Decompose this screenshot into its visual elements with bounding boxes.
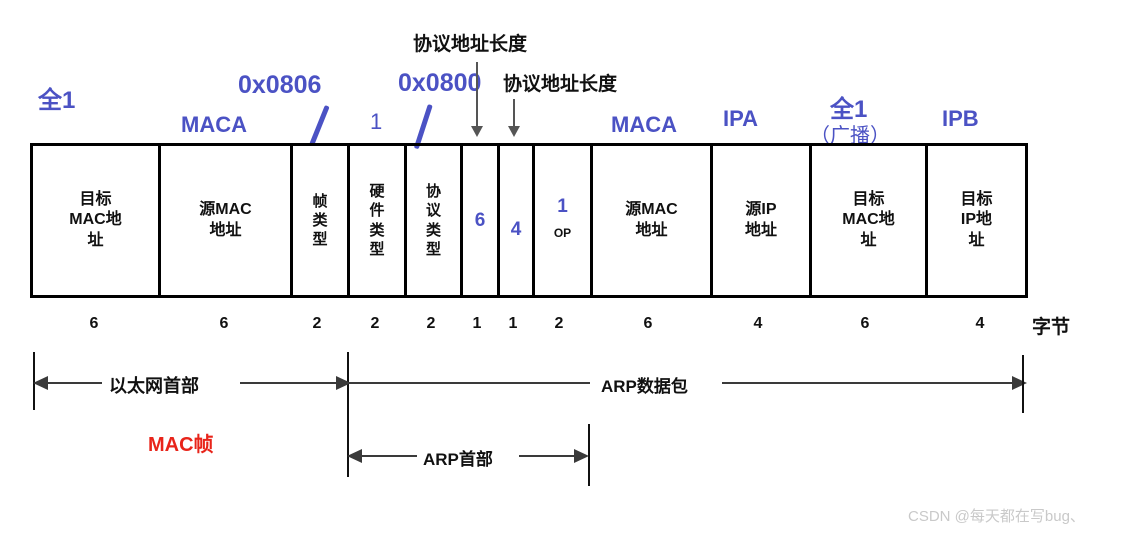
span-tick-boundary-ethernet-arp bbox=[347, 352, 349, 477]
span-arrowhead-ethernet-left bbox=[33, 376, 48, 390]
span-line-ethernet-right bbox=[240, 382, 350, 384]
field-line: 目标 bbox=[79, 190, 112, 208]
label-hardware-type-value: 1 bbox=[370, 109, 383, 134]
field-arp-source-ip-address: 源IP 地址 bbox=[713, 146, 812, 295]
label-hex-0800: 0x0800 bbox=[398, 69, 482, 97]
field-arp-target-mac-address: 目标 MAC地 址 bbox=[812, 146, 928, 295]
pointer-arrow-head-1 bbox=[471, 126, 483, 137]
span-arrowhead-ethernet-right bbox=[336, 376, 351, 390]
byte-size: 1 bbox=[472, 315, 482, 332]
byte-size: 2 bbox=[312, 315, 322, 332]
label-quan1-a: 全1 bbox=[38, 87, 76, 114]
field-line: 源IP bbox=[745, 201, 777, 219]
byte-size: 2 bbox=[426, 315, 436, 332]
field-line: 目标 bbox=[960, 190, 993, 208]
field-line: 地址 bbox=[209, 221, 242, 239]
field-line: 址 bbox=[968, 231, 985, 249]
field-protocol-address-length: 4 bbox=[500, 146, 535, 295]
pointer-arrow-line-2 bbox=[513, 99, 515, 128]
field-hardware-type: 硬 件 类 型 bbox=[350, 146, 407, 295]
field-arp-source-mac-address: 源MAC 地址 bbox=[593, 146, 713, 295]
byte-unit-label: 字节 bbox=[1032, 317, 1071, 338]
span-line-arp-header-right bbox=[519, 455, 584, 457]
field-value: 4 bbox=[510, 218, 522, 240]
byte-size: 6 bbox=[219, 315, 229, 332]
byte-size: 6 bbox=[860, 315, 870, 332]
mac-frame-label: MAC帧 bbox=[148, 434, 214, 456]
span-label-arp-packet: ARP数据包 bbox=[596, 372, 693, 397]
field-line: 类 bbox=[369, 221, 385, 239]
field-line: 址 bbox=[860, 231, 877, 249]
field-line: 协 bbox=[425, 183, 441, 201]
field-line: MAC地 bbox=[69, 211, 122, 229]
label-broadcast: （广播） bbox=[810, 125, 890, 147]
field-line: 地址 bbox=[744, 221, 777, 239]
pointer-line-0806 bbox=[309, 105, 330, 146]
field-line: 议 bbox=[425, 202, 441, 220]
span-label-ethernet-header: 以太网首部 bbox=[104, 372, 204, 398]
field-hardware-address-length: 6 bbox=[463, 146, 500, 295]
label-hex-0806: 0x0806 bbox=[238, 71, 322, 99]
label-protocol-address-length-1: 协议地址长度 bbox=[413, 34, 528, 55]
field-destination-mac-address: 目标 MAC地 址 bbox=[33, 146, 161, 295]
field-value: 6 bbox=[474, 209, 486, 231]
field-line: IP地 bbox=[960, 211, 993, 229]
pointer-arrow-line-1 bbox=[476, 62, 478, 128]
byte-size: 4 bbox=[975, 315, 985, 332]
field-line: 件 bbox=[369, 202, 385, 220]
field-source-mac-address: 源MAC 地址 bbox=[161, 146, 293, 295]
field-line: 型 bbox=[369, 240, 385, 258]
field-line: 帧 bbox=[312, 192, 328, 210]
span-line-arp-packet-left bbox=[350, 382, 590, 384]
label-maca-b: MACA bbox=[611, 112, 677, 137]
byte-size: 6 bbox=[643, 315, 653, 332]
field-line: 型 bbox=[312, 231, 328, 249]
byte-size: 2 bbox=[370, 315, 380, 332]
field-line: 目标 bbox=[852, 190, 885, 208]
span-tick-right-arp-packet bbox=[1022, 355, 1024, 413]
span-label-arp-header: ARP首部 bbox=[418, 445, 498, 470]
field-line: 类 bbox=[312, 211, 328, 229]
field-protocol-type: 协 议 类 型 bbox=[407, 146, 463, 295]
field-line: 源MAC bbox=[199, 201, 252, 219]
field-line: MAC地 bbox=[842, 211, 895, 229]
pointer-arrow-head-2 bbox=[508, 126, 520, 137]
span-arrowhead-arp-header-right bbox=[574, 449, 589, 463]
label-ipb: IPB bbox=[942, 106, 979, 131]
label-maca-a: MACA bbox=[181, 112, 247, 137]
field-line: 硬 bbox=[369, 183, 385, 201]
watermark: CSDN @每天都在写bug、 bbox=[908, 508, 1085, 525]
field-op-code: 1 OP bbox=[535, 146, 593, 295]
byte-size: 4 bbox=[753, 315, 763, 332]
field-value: 1 bbox=[557, 195, 568, 217]
byte-size: 2 bbox=[554, 315, 564, 332]
field-line: 地址 bbox=[635, 221, 668, 239]
field-label-op: OP bbox=[553, 225, 572, 240]
span-line-arp-packet-right bbox=[722, 382, 1017, 384]
field-line: 型 bbox=[425, 240, 441, 258]
field-line: 址 bbox=[87, 231, 104, 249]
label-protocol-address-length-2: 协议地址长度 bbox=[503, 74, 618, 95]
field-frame-type: 帧 类 型 bbox=[293, 146, 350, 295]
span-arrowhead-arp-header-left bbox=[347, 449, 362, 463]
span-tick-right-arp-header bbox=[588, 424, 590, 486]
frame-format-table: 目标 MAC地 址 源MAC 地址 帧 类 型 硬 件 类 型 bbox=[30, 143, 1028, 298]
byte-size: 1 bbox=[508, 315, 518, 332]
field-line: 源MAC bbox=[625, 201, 678, 219]
label-quan1-b: 全1 bbox=[830, 96, 868, 123]
span-line-arp-header-left bbox=[355, 455, 417, 457]
field-line: 类 bbox=[425, 221, 441, 239]
span-line-ethernet-left bbox=[40, 382, 102, 384]
span-arrowhead-arp-packet-right bbox=[1012, 376, 1027, 390]
label-ipa: IPA bbox=[723, 106, 759, 131]
field-arp-target-ip-address: 目标 IP地 址 bbox=[928, 146, 1025, 295]
byte-size: 6 bbox=[89, 315, 99, 332]
